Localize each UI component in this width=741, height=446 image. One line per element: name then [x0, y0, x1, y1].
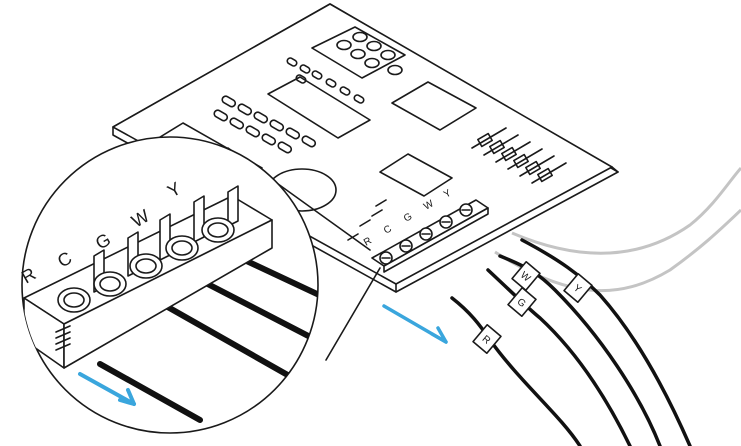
- tag-y: Y: [564, 274, 592, 302]
- wire-r: [452, 298, 580, 446]
- wire-y: [522, 240, 690, 446]
- board-arrow: [384, 306, 446, 342]
- wire-tags: R G W Y: [473, 262, 592, 353]
